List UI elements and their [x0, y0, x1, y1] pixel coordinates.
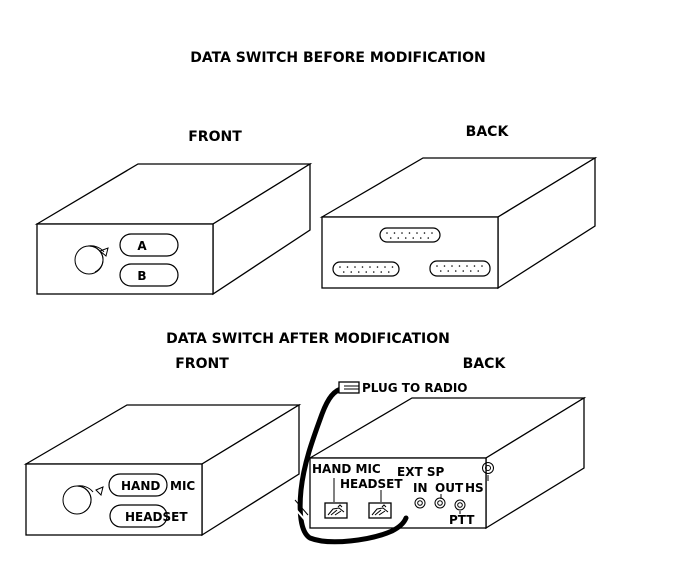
hs-jack-label: HS — [465, 481, 484, 495]
connector-pin — [447, 270, 450, 272]
button-mic-label: MIC — [170, 479, 195, 493]
connector-pin — [473, 265, 476, 267]
connector-pin — [384, 266, 386, 268]
connector-pin — [393, 232, 396, 234]
db25-connector-left-icon — [332, 261, 400, 277]
connector-pin — [477, 270, 480, 272]
connector-pin — [380, 271, 383, 273]
headset-rj-jack-icon — [368, 502, 392, 519]
ptt-jack-label: PTT — [449, 513, 475, 527]
after-title: DATA SWITCH AFTER MODIFICATION — [166, 331, 450, 347]
connector-pin — [339, 266, 341, 268]
connector-pin — [412, 237, 415, 239]
connector-pin — [431, 232, 433, 234]
connector-pin — [389, 237, 392, 239]
connector-pin — [427, 237, 430, 239]
connector-pin — [376, 266, 379, 268]
button-hand-label: HAND — [121, 479, 160, 493]
hs-jack-icon — [482, 462, 494, 474]
selector-knob-icon — [62, 485, 104, 515]
radio-cable — [291, 385, 409, 545]
after-back-box: HAND MIC HEADSET EXT SP IN OUT HS PTT — [307, 396, 587, 530]
connector-pin — [357, 271, 360, 273]
connector-pin — [401, 232, 403, 234]
button-a — [119, 233, 179, 257]
connector-pin — [408, 232, 411, 234]
before-front-box: A B — [34, 162, 313, 296]
connector-pin — [387, 271, 390, 273]
before-front-label: FRONT — [188, 129, 242, 145]
button-hand-mic — [108, 473, 168, 497]
connector-pin — [451, 265, 453, 267]
ptt-jack-icon — [454, 499, 466, 511]
connector-pin — [462, 270, 465, 272]
connector-pin — [443, 265, 446, 267]
db25-connector-right-icon — [429, 260, 491, 277]
hand-mic-rj-jack-icon — [324, 502, 348, 519]
connector-pin — [354, 266, 356, 268]
out-jack-label: OUT — [435, 481, 464, 495]
db25-connector-top-icon — [379, 227, 441, 243]
button-a-label: A — [137, 239, 147, 253]
before-back-label: BACK — [466, 124, 510, 140]
connector-pin — [386, 232, 388, 234]
ext-sp-out-jack-icon — [434, 497, 446, 509]
connector-pin — [369, 266, 371, 268]
connector-pin — [372, 271, 375, 273]
connector-pin — [391, 266, 394, 268]
button-headset — [109, 504, 168, 528]
in-jack-label: IN — [413, 481, 428, 495]
connector-pin — [458, 265, 461, 267]
after-front-box: HAND MIC HEADSET — [23, 403, 302, 537]
after-front-label: FRONT — [175, 356, 229, 372]
hand-mic-jack-label: HAND MIC — [312, 462, 381, 476]
connector-pin — [361, 266, 364, 268]
connector-pin — [365, 271, 368, 273]
after-back-label: BACK — [463, 356, 507, 372]
before-title: DATA SWITCH BEFORE MODIFICATION — [190, 50, 485, 66]
ext-sp-in-jack-icon — [414, 497, 426, 509]
connector-pin — [397, 237, 400, 239]
selector-knob-icon — [74, 245, 109, 275]
connector-pin — [404, 237, 407, 239]
radio-plug-icon — [338, 381, 360, 394]
connector-pin — [416, 232, 418, 234]
headset-jack-label: HEADSET — [340, 477, 403, 491]
before-back-box — [319, 156, 598, 290]
connector-pin — [469, 270, 472, 272]
button-headset-label: HEADSET — [125, 510, 188, 524]
connector-pin — [454, 270, 457, 272]
connector-pin — [439, 270, 442, 272]
connector-pin — [466, 265, 468, 267]
button-b — [119, 263, 179, 287]
connector-pin — [350, 271, 353, 273]
connector-pin — [423, 232, 426, 234]
plug-to-radio-label: PLUG TO RADIO — [362, 381, 468, 395]
connector-pin — [481, 265, 483, 267]
ext-sp-label: EXT SP — [397, 465, 444, 479]
connector-pin — [342, 271, 345, 273]
connector-pin — [346, 266, 349, 268]
connector-pin — [419, 237, 422, 239]
connector-pin — [436, 265, 438, 267]
button-b-label: B — [137, 269, 146, 283]
